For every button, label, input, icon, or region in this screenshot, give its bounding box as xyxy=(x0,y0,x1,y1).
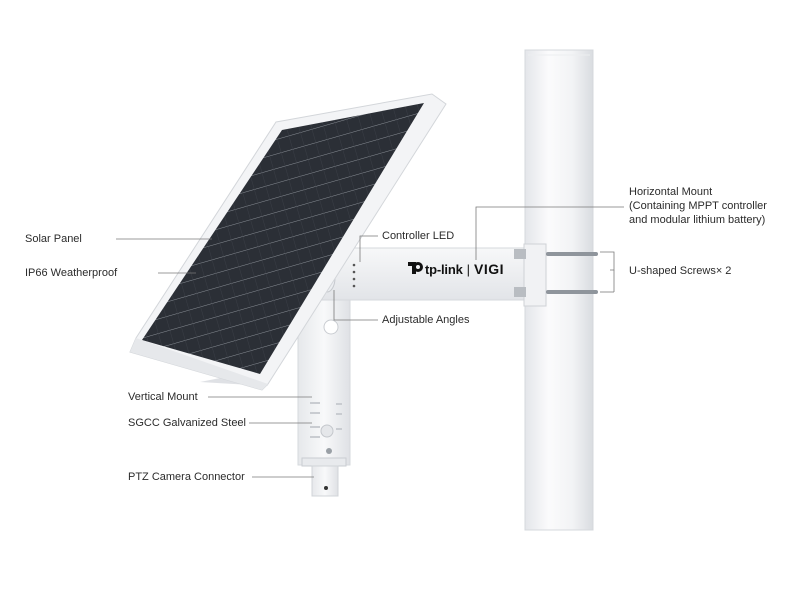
brand-name: tp-link xyxy=(425,261,463,277)
label-controller-led: Controller LED xyxy=(382,230,455,242)
label-vertical-mount: Vertical Mount xyxy=(128,391,198,403)
label-horizontal-mount: Horizontal Mount (Containing MPPT contro… xyxy=(629,185,767,227)
label-sgcc-galvanized-steel: SGCC Galvanized Steel xyxy=(128,417,246,429)
controller-leds xyxy=(352,263,356,288)
label-u-shaped-screws: U-shaped Screws× 2 xyxy=(629,265,732,277)
tp-link-logo-icon xyxy=(408,262,423,274)
horizontal-mount-title: Horizontal Mount xyxy=(629,186,713,198)
vertical-mount xyxy=(297,299,351,467)
label-ptz-camera-connector: PTZ Camera Connector xyxy=(128,471,245,483)
leader-lines xyxy=(116,206,624,478)
ptz-camera-connector xyxy=(311,465,339,497)
label-adjustable-angles: Adjustable Angles xyxy=(382,314,470,326)
horizontal-mount-detail-2: and modular lithium battery) xyxy=(629,214,766,226)
brand-logo: tp-link | VIGI xyxy=(425,261,504,277)
u-shaped-screws xyxy=(514,249,598,297)
label-ip66-weatherproof: IP66 Weatherproof xyxy=(25,267,118,279)
horizontal-mount-detail-1: (Containing MPPT controller xyxy=(629,200,767,212)
sub-brand-name: VIGI xyxy=(473,261,504,277)
label-solar-panel: Solar Panel xyxy=(25,233,82,245)
brand-separator: | xyxy=(466,261,470,277)
solar-panel xyxy=(129,93,447,391)
